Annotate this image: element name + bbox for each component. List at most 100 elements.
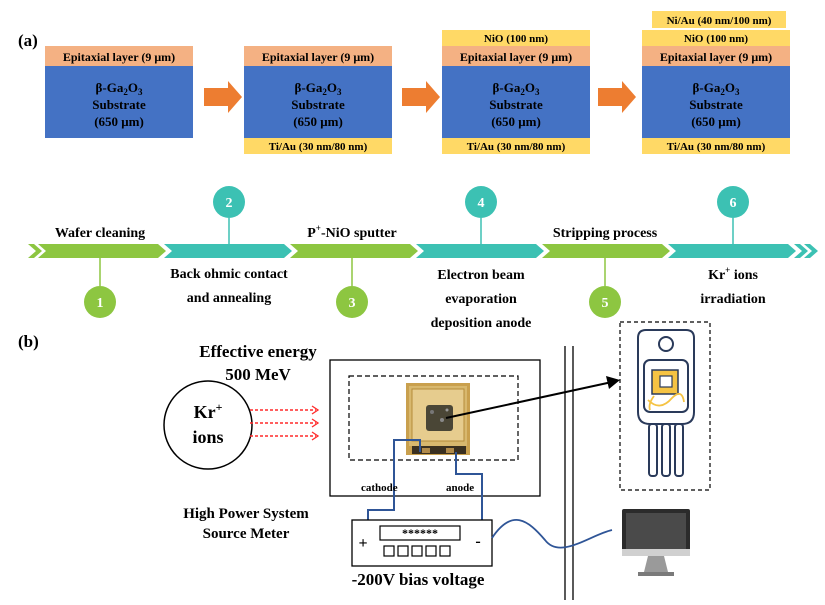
data-cable — [491, 519, 613, 549]
ion-beam-arrowheads — [311, 405, 320, 441]
timeline-segment-3 — [290, 244, 418, 258]
timeline-segment-6 — [668, 244, 796, 258]
step-2-label-line-1: Back ohmic contact — [170, 267, 288, 282]
cathode-label: cathode — [361, 482, 398, 494]
step-4-label-line-2: evaporation — [445, 292, 517, 307]
meter-buttons — [383, 545, 451, 557]
step-3-badge — [336, 286, 368, 318]
back-contact-label: Ti/Au (30 nm/80 nm) — [269, 141, 368, 153]
zoom-arrowhead — [606, 376, 620, 389]
flow-arrow-3 — [598, 81, 636, 113]
step-6-badge — [717, 186, 749, 218]
stack-4: Ni/Au (40 nm/100 nm) NiO (100 nm) Epitax… — [642, 11, 790, 154]
back-contact — [642, 138, 790, 154]
meter-display — [379, 525, 461, 541]
zoom-arrow — [445, 381, 613, 419]
niau-label: Ni/Au (40 nm/100 nm) — [667, 15, 772, 27]
anode-label: anode — [446, 482, 474, 494]
beam-area — [348, 375, 519, 461]
to220-package-icon — [637, 329, 695, 477]
step-4-badge — [465, 186, 497, 218]
epitaxial-label: Epitaxial layer (9 μm) — [660, 50, 772, 64]
substrate-label: Substrate — [291, 97, 345, 112]
epitaxial-label: Epitaxial layer (9 μm) — [262, 50, 374, 64]
substrate-label: Substrate — [489, 97, 543, 112]
timeline-segment-2 — [164, 244, 292, 258]
substrate — [244, 66, 392, 138]
step-3-label: P+-NiO sputter — [307, 223, 397, 241]
substrate-thickness: (650 μm) — [94, 114, 144, 129]
ion-word: ions — [192, 427, 223, 447]
substrate-formula: β-Ga2O3 — [295, 80, 342, 97]
substrate-thickness: (650 μm) — [293, 114, 343, 129]
back-contact-label: Ti/Au (30 nm/80 nm) — [667, 141, 766, 153]
ion-source — [163, 380, 253, 470]
back-contact-label: Ti/Au (30 nm/80 nm) — [467, 141, 566, 153]
substrate-formula: β-Ga2O3 — [693, 80, 740, 97]
step-6-label-line-1: Kr+ ions — [708, 265, 758, 283]
niau-layer — [652, 11, 786, 28]
energy-label-line-1: Effective energy — [199, 342, 317, 361]
bias-voltage-label: -200V bias voltage — [352, 570, 485, 589]
flow-arrow-1 — [204, 81, 242, 113]
meter-display-text: ****** — [402, 526, 438, 540]
nio-layer — [442, 30, 590, 46]
step-2-badge — [213, 186, 245, 218]
step-4-label-line-3: deposition anode — [431, 316, 532, 331]
computer-monitor-icon — [622, 509, 690, 576]
energy-label-line-2: 500 MeV — [225, 365, 291, 384]
panel-b-label: (b) — [18, 332, 39, 351]
timeline-segment-1 — [38, 244, 166, 258]
substrate-formula: β-Ga2O3 — [493, 80, 540, 97]
nio-layer — [642, 30, 790, 46]
meter-label-line-1: High Power System — [183, 506, 309, 522]
meter-minus: - — [475, 533, 480, 550]
step-1-badge — [84, 286, 116, 318]
back-contact — [442, 138, 590, 154]
device-photo — [406, 383, 470, 455]
step-2-label-line-2: and annealing — [187, 291, 271, 306]
timeline-segment-4 — [416, 244, 544, 258]
step-4-number: 4 — [478, 196, 485, 211]
step-1-number: 1 — [97, 296, 104, 311]
back-contact — [244, 138, 392, 154]
epitaxial-layer — [244, 46, 392, 66]
substrate — [642, 66, 790, 138]
process-timeline: 1 2 3 4 5 6 Wafer cleaning Back ohmic co… — [28, 186, 818, 331]
step-5-badge — [589, 286, 621, 318]
epitaxial-layer — [642, 46, 790, 66]
substrate — [442, 66, 590, 138]
meter-label-line-2: Source Meter — [203, 526, 290, 542]
substrate-label: Substrate — [689, 97, 743, 112]
substrate-label: Substrate — [92, 97, 146, 112]
stack-3: NiO (100 nm) Epitaxial layer (9 μm) β-Ga… — [442, 30, 590, 154]
step-6-label-line-2: irradiation — [700, 292, 766, 307]
step-1-label: Wafer cleaning — [55, 226, 145, 241]
epitaxial-label: Epitaxial layer (9 μm) — [63, 50, 175, 64]
step-5-label: Stripping process — [553, 226, 658, 241]
anode-wire — [455, 452, 483, 520]
epitaxial-layer — [442, 46, 590, 66]
ion-symbol: Kr+ — [194, 400, 223, 422]
timeline-tail-chevron-2 — [804, 244, 818, 258]
substrate-formula: β-Ga2O3 — [96, 80, 143, 97]
step-3-number: 3 — [349, 296, 356, 311]
nio-label: NiO (100 nm) — [484, 33, 549, 45]
step-4-label-line-1: Electron beam — [437, 268, 525, 283]
step-6-number: 6 — [730, 196, 737, 211]
step-5-number: 5 — [602, 296, 609, 311]
ion-beams — [250, 409, 316, 437]
substrate-thickness: (650 μm) — [491, 114, 541, 129]
panel-a-label: (a) — [18, 31, 38, 50]
substrate — [45, 66, 193, 138]
timeline-segment-5 — [542, 244, 670, 258]
flow-arrow-2 — [402, 81, 440, 113]
cathode-wire — [367, 439, 421, 520]
epitaxial-layer — [45, 46, 193, 66]
package-frame — [619, 321, 711, 491]
step-2-number: 2 — [226, 196, 233, 211]
stack-2: Epitaxial layer (9 μm) β-Ga2O3 Substrate… — [244, 46, 392, 154]
timeline-lead-chevron — [28, 244, 42, 258]
substrate-thickness: (650 μm) — [691, 114, 741, 129]
